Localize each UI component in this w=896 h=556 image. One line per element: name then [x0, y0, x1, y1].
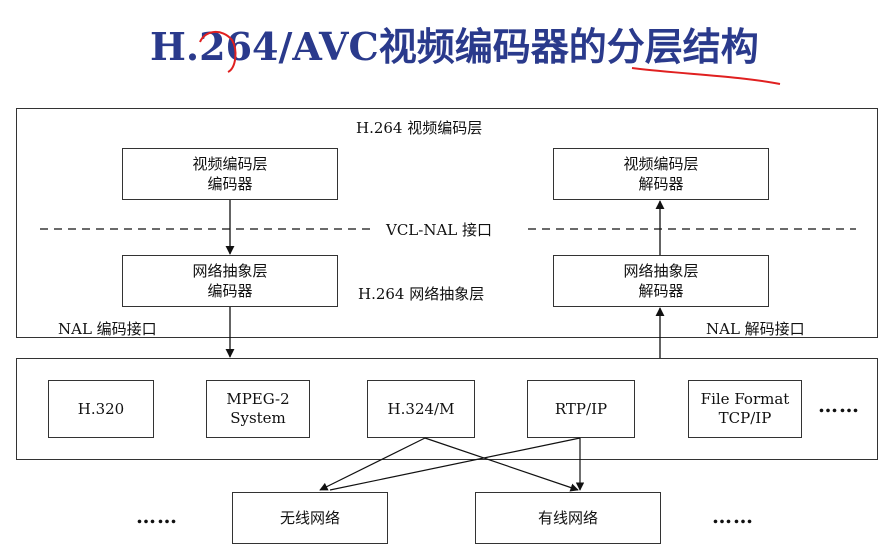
transport-h320-line1: H.320	[77, 399, 125, 418]
nal-encoder-box: 网络抽象层 编码器	[122, 255, 338, 307]
wireless-network-box: 无线网络	[232, 492, 388, 544]
network-ellipsis-right: ……	[712, 504, 754, 528]
transport-rtpip-box: RTP/IP	[527, 380, 635, 438]
vcl-decoder-box: 视频编码层 解码器	[553, 148, 769, 200]
vcl-encoder-line2: 编码器	[207, 175, 253, 193]
nal-encoder-line1: 网络抽象层	[192, 262, 268, 280]
h324m-to-wired-line	[424, 437, 579, 492]
nal-decoder-box: 网络抽象层 解码器	[553, 255, 769, 307]
vcl-decoder-line2: 解码器	[638, 175, 684, 193]
wired-network-label: 有线网络	[537, 509, 598, 527]
page-title: H.264/AVC视频编码器的分层结构	[150, 24, 759, 69]
vcl-decoder-line1: 视频编码层	[623, 155, 699, 173]
vcl-encoder-box: 视频编码层 编码器	[122, 148, 338, 200]
h324m-to-wireless-line	[319, 437, 426, 491]
nal-encoder-line2: 编码器	[207, 282, 253, 300]
transport-mpeg2-line1: MPEG-2	[226, 390, 290, 408]
transport-h320-box: H.320	[48, 380, 154, 438]
annotation-circle	[199, 31, 237, 73]
rtpip-to-wireless-line	[329, 437, 581, 491]
nal-encode-interface-label: NAL 编码接口	[58, 320, 157, 338]
h264-layer-heading: H.264 视频编码层	[356, 119, 483, 137]
transport-h324m-line1: H.324/M	[387, 399, 455, 418]
transport-fileformat-box: File Format TCP/IP	[688, 380, 802, 438]
transport-fileformat-line1: File Format	[700, 390, 790, 408]
network-ellipsis-left: ……	[136, 504, 178, 528]
wireless-network-label: 无线网络	[279, 509, 340, 527]
vcl-nal-interface-label: VCL-NAL 接口	[380, 219, 499, 240]
transport-rtpip-line1: RTP/IP	[554, 399, 608, 418]
nal-decoder-line1: 网络抽象层	[623, 262, 699, 280]
nal-layer-label: H.264 网络抽象层	[358, 285, 485, 303]
annotation-underline	[631, 67, 781, 85]
transport-mpeg2-line2: System	[230, 409, 286, 427]
nal-decoder-line2: 解码器	[638, 282, 684, 300]
nal-decode-interface-label: NAL 解码接口	[706, 320, 805, 338]
transport-fileformat-line2: TCP/IP	[718, 409, 772, 427]
transport-mpeg2-box: MPEG-2 System	[206, 380, 310, 438]
vcl-encoder-line1: 视频编码层	[192, 155, 268, 173]
wired-network-box: 有线网络	[475, 492, 661, 544]
transport-ellipsis: ……	[818, 393, 860, 417]
transport-h324m-box: H.324/M	[367, 380, 475, 438]
